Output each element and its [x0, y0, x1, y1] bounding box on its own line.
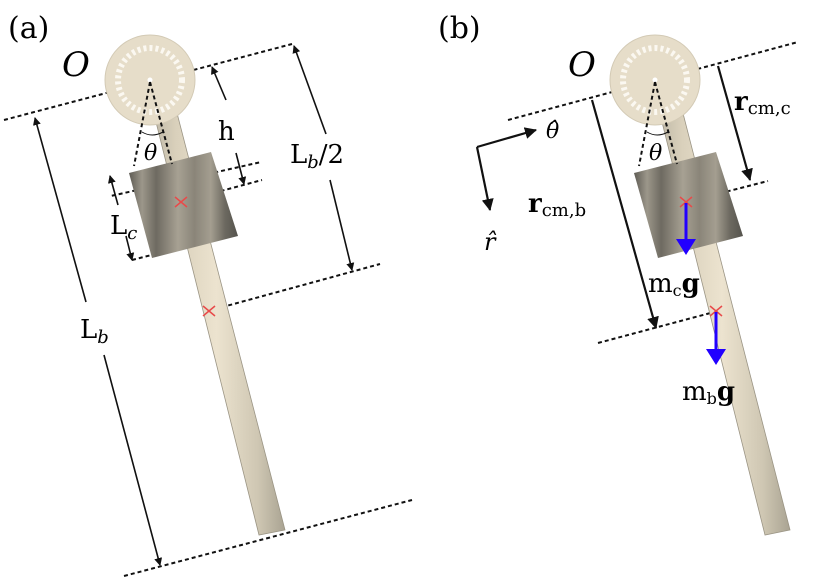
origin-label-a: O	[62, 45, 90, 85]
r-hat-label: r̂	[484, 228, 497, 256]
collar-cm-marker-b	[679, 196, 693, 208]
bar-cm-line-a	[207, 263, 381, 312]
bar-length-arrow-down	[103, 354, 163, 566]
angle-label-a: θ	[144, 141, 157, 166]
pivot-disc-b	[609, 34, 701, 126]
bar-length-label: Lb	[80, 315, 109, 348]
unit-vector-axes	[475, 127, 537, 211]
half-bar-arrow-up	[292, 45, 327, 135]
bar-cm-line-b	[597, 310, 719, 344]
half-bar-arrow-down	[329, 179, 355, 271]
panel-label-b: (b)	[438, 11, 481, 46]
panel-b: (b) O θ θ̂ r̂ rcm,c rcm,b	[438, 11, 799, 536]
angle-arc-a	[141, 131, 164, 136]
panel-label-a: (a)	[8, 11, 49, 46]
theta-hat-arrow	[476, 127, 537, 149]
bar-length-arrow-up	[33, 117, 87, 303]
collar-length-label: Lc	[110, 211, 137, 244]
r-hat-arrow	[475, 146, 494, 211]
collar-top-line-a	[111, 161, 261, 197]
collar-length-arrow-down	[125, 235, 135, 261]
angle-line-right-b	[654, 81, 678, 165]
angle-line-left-a	[133, 81, 151, 167]
collar-weight-label: mcg	[648, 269, 700, 300]
bar-end-line-a	[123, 499, 413, 577]
theta-hat-label: θ̂	[546, 119, 559, 144]
h-label: h	[218, 117, 235, 147]
collar-length-arrow-up	[108, 175, 119, 206]
half-bar-label: Lb/2	[290, 140, 344, 173]
bar-weight-label: mbg	[682, 377, 735, 408]
h-arrow-down	[235, 152, 247, 185]
h-arrow-up	[211, 66, 227, 101]
bar-cm-marker-a	[202, 305, 216, 317]
pivot-disc-a	[104, 34, 196, 126]
collar-cm-marker-a	[174, 196, 188, 208]
angle-line-right-a	[149, 81, 173, 165]
angle-label-b: θ	[649, 141, 662, 166]
origin-label-b: O	[568, 45, 596, 85]
r-cm-b-arrow	[590, 99, 659, 329]
r-cm-c-arrow	[716, 65, 753, 181]
panel-a: (a) O θ h	[3, 11, 413, 577]
bar-cm-marker-b	[709, 305, 723, 317]
r-cm-c-label: rcm,c	[734, 87, 791, 119]
r-cm-b-label: rcm,b	[528, 189, 586, 221]
angle-line-left-b	[638, 81, 656, 167]
angle-arc-b	[646, 131, 669, 136]
